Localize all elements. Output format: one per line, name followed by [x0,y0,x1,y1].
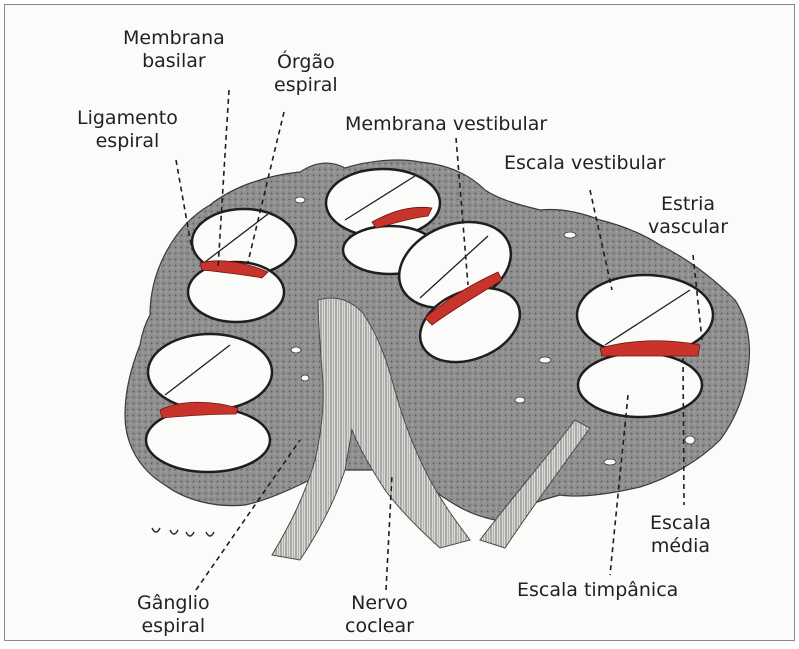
label-orgao-espiral-line2: espiral [274,74,338,97]
label-ligamento-espiral: Ligamento espiral [77,107,178,153]
foramina-marks [152,528,214,536]
label-escala-media-line1: Escala [650,512,711,535]
label-ligamento-espiral-line1: Ligamento [77,107,178,130]
label-membrana-basilar-line1: Membrana [123,27,225,50]
label-membrana-basilar-line2: basilar [123,50,225,73]
label-membrana-basilar: Membrana basilar [123,27,225,73]
label-escala-timpanica: Escala timpânica [517,579,678,602]
label-estria-vascular-line2: vascular [648,216,728,239]
label-estria-vascular: Estria vascular [648,193,728,239]
label-membrana-vestibular: Membrana vestibular [345,113,547,136]
label-escala-media-line2: média [650,535,711,558]
label-nervo-coclear: Nervo coclear [345,592,414,638]
label-orgao-espiral: Órgão espiral [274,51,338,97]
label-escala-media: Escala média [650,512,711,558]
label-ligamento-espiral-line2: espiral [77,130,178,153]
label-orgao-espiral-line1: Órgão [274,51,338,74]
label-estria-vascular-line1: Estria [648,193,728,216]
label-ganglio-espiral: Gânglio espiral [137,592,210,638]
label-ganglio-espiral-line2: espiral [137,615,210,638]
label-nervo-coclear-line2: coclear [345,615,414,638]
label-ganglio-espiral-line1: Gânglio [137,592,210,615]
label-escala-vestibular: Escala vestibular [504,152,665,175]
label-nervo-coclear-line1: Nervo [345,592,414,615]
